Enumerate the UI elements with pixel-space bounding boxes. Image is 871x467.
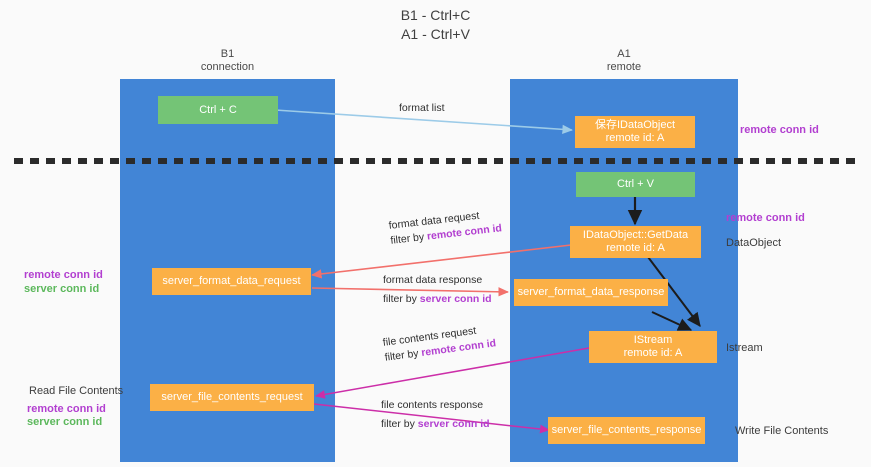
right-label-remote-conn-id-top: remote conn id (740, 124, 819, 136)
box-ctrl-v[interactable]: Ctrl + V (576, 172, 695, 197)
left-label-server-conn-id-1: server conn id (24, 283, 100, 295)
box-server-format-data-response-label: server_format_data_response (517, 286, 665, 298)
box-save-idataobject-line2: remote id: A (605, 132, 665, 144)
right-label-remote-conn-id-mid: remote conn id (726, 212, 805, 224)
right-label-istream: Istream (726, 342, 763, 354)
box-istream-line1: IStream (633, 334, 673, 346)
box-istream-line2: remote id: A (623, 347, 683, 359)
lane-header-b1: B1 connection (120, 48, 335, 74)
box-istream[interactable]: IStream remote id: A (589, 331, 717, 363)
lane-header-a1: A1 remote (510, 48, 738, 74)
box-server-file-contents-request[interactable]: server_file_contents_request (150, 384, 314, 411)
edge-label-file-contents-request: file contents request filter by remote c… (382, 321, 497, 365)
phase-divider (14, 158, 857, 164)
edge-filter-prefix-4: filter by (381, 418, 418, 430)
box-server-format-data-response[interactable]: server_format_data_response (514, 279, 668, 306)
edge-label-format-list: format list (399, 102, 445, 114)
box-ctrl-v-label: Ctrl + V (617, 178, 654, 190)
edge-label-format-data-response-line2: filter by server conn id (383, 288, 492, 307)
edge-filter-prefix-2: filter by (383, 293, 420, 305)
left-label-read-file-contents: Read File Contents (29, 385, 124, 397)
edge-label-format-data-response: format data response filter by server co… (383, 273, 492, 307)
box-save-idataobject-line1: 保存IDataObject (594, 119, 676, 131)
page-title: B1 - Ctrl+C A1 - Ctrl+V (0, 6, 871, 44)
edge-filter-key-2: server conn id (419, 293, 492, 305)
edge-label-file-contents-response-line1: file contents response (381, 399, 484, 411)
right-label-write-file-contents: Write File Contents (735, 425, 829, 437)
edge-label-format-data-response-line1: format data response (383, 274, 483, 286)
box-idataobject-getdata[interactable]: IDataObject::GetData remote id: A (570, 226, 701, 258)
edge-label-format-data-request: format data request filter by remote con… (388, 206, 503, 248)
box-ctrl-c-label: Ctrl + C (199, 103, 237, 116)
lane-header-b1-sub: connection (200, 61, 255, 73)
box-server-file-contents-request-label: server_file_contents_request (161, 391, 303, 403)
right-label-dataobject: DataObject (726, 237, 782, 249)
box-save-idataobject[interactable]: 保存IDataObject remote id: A (575, 116, 695, 148)
box-ctrl-c[interactable]: Ctrl + C (158, 96, 278, 124)
edge-filter-key-4: server conn id (417, 418, 490, 430)
title-line-2: A1 - Ctrl+V (401, 26, 470, 42)
lane-header-b1-name: B1 (220, 48, 235, 60)
left-label-remote-conn-id-1: remote conn id (24, 269, 103, 281)
box-server-file-contents-response-label: server_file_contents_response (551, 424, 702, 436)
left-label-remote-conn-id-2: remote conn id (27, 403, 106, 415)
box-server-format-data-request[interactable]: server_format_data_request (152, 268, 311, 295)
edge-filter-prefix-3: filter by (384, 347, 423, 364)
box-idataobject-getdata-line2: remote id: A (606, 242, 665, 254)
edge-filter-prefix: filter by (389, 230, 428, 247)
lane-header-a1-name: A1 (617, 48, 631, 60)
left-label-server-conn-id-2: server conn id (27, 416, 103, 428)
box-server-format-data-request-label: server_format_data_request (162, 275, 301, 287)
box-idataobject-getdata-line1: IDataObject::GetData (582, 229, 689, 241)
title-line-1: B1 - Ctrl+C (400, 7, 471, 23)
edge-label-file-contents-response-line2: filter by server conn id (381, 413, 490, 432)
box-server-file-contents-response[interactable]: server_file_contents_response (548, 417, 705, 444)
lane-header-a1-sub: remote (606, 61, 642, 73)
edge-label-file-contents-response: file contents response filter by server … (381, 398, 490, 432)
